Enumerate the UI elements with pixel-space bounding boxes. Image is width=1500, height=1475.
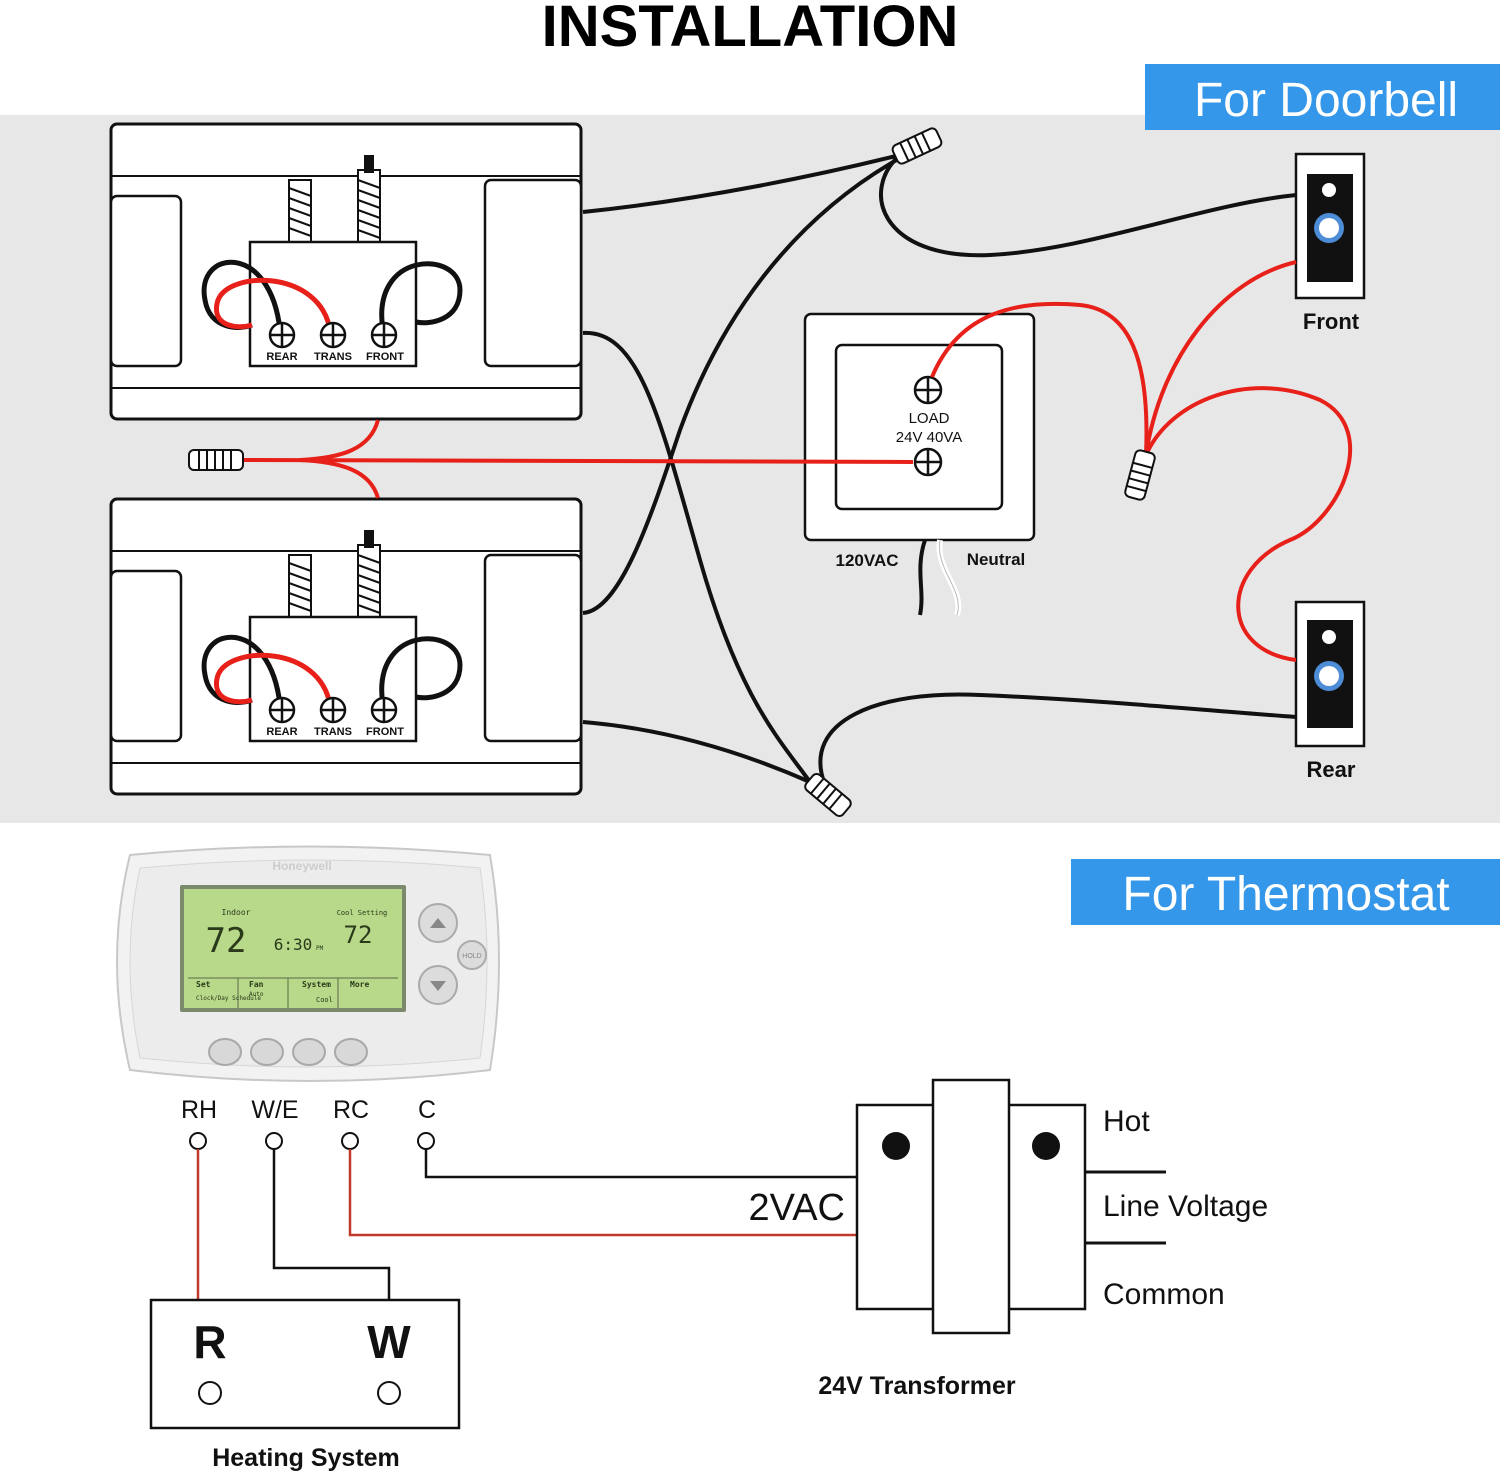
transformer-hot-label: Hot xyxy=(1103,1105,1150,1138)
lcd-time: 6:30 xyxy=(274,935,313,954)
softkey-more: More xyxy=(350,980,369,989)
transformer-dot-icon xyxy=(1032,1132,1060,1160)
lcd-setting-label: Cool Setting xyxy=(337,909,388,917)
terminal-we-label: W/E xyxy=(251,1096,298,1124)
terminal-label-rear: REAR xyxy=(266,726,297,738)
plunger-icon xyxy=(288,155,381,243)
terminal-rc-label: RC xyxy=(333,1096,369,1124)
wire-nut-icon xyxy=(188,449,244,471)
thermostat-banner-text: For Thermostat xyxy=(1122,868,1449,921)
doorbell-button-rear: Rear xyxy=(1294,600,1366,782)
lcd-time-suffix: PM xyxy=(316,945,324,952)
softkey-set: Set xyxy=(196,980,211,989)
heating-terminal-w-label: W xyxy=(367,1316,411,1368)
chevron-down-icon xyxy=(430,981,446,991)
thermostat-device: Honeywell Indoor 72 6:30 PM Cool Setting… xyxy=(116,845,500,1082)
front-button-label: Front xyxy=(1303,309,1360,334)
chevron-up-icon xyxy=(430,918,446,928)
doorbell-transformer: LOAD 24V 40VA 120VAC Neutral xyxy=(803,312,1036,616)
terminal-screw-icon xyxy=(268,696,398,724)
heating-system: R W Heating System xyxy=(149,1298,461,1472)
terminal-rh-icon xyxy=(189,1132,207,1150)
terminal-label-trans: TRANS xyxy=(314,726,352,738)
softkey-fan: Fan xyxy=(249,980,264,989)
softkey-system-sub: Cool xyxy=(316,996,333,1004)
thermostat-terminals: RH W/E RC C xyxy=(181,1096,436,1150)
transformer-120vac-label: 120VAC xyxy=(836,551,899,570)
transformer-neutral-label: Neutral xyxy=(967,550,1026,569)
doorbell-banner: For Doorbell xyxy=(1145,64,1500,130)
doorbell-button-front: Front xyxy=(1294,152,1366,334)
lcd-setting-temp: 72 xyxy=(344,921,373,949)
thermostat-banner: For Thermostat xyxy=(1071,859,1500,925)
terminal-c-label: C xyxy=(418,1096,436,1124)
softkey-system: System xyxy=(302,980,331,989)
transformer-common-label: Common xyxy=(1103,1278,1225,1311)
heating-terminal-r-label: R xyxy=(193,1316,226,1368)
rear-button-label: Rear xyxy=(1307,757,1356,782)
doorbell-banner-text: For Doorbell xyxy=(1194,74,1458,127)
terminal-rh-label: RH xyxy=(181,1096,217,1124)
heating-terminal-r-icon xyxy=(198,1381,222,1405)
terminal-label-front: FRONT xyxy=(366,351,404,363)
wire-nut-icon xyxy=(804,772,852,818)
transformer-rating-label: 24V 40VA xyxy=(896,429,962,446)
heating-terminal-w-icon xyxy=(377,1381,401,1405)
heating-system-label: Heating System xyxy=(212,1444,400,1472)
terminal-we-icon xyxy=(265,1132,283,1150)
thermostat-side-buttons: HOLD xyxy=(418,903,487,1005)
terminal-c-icon xyxy=(417,1132,435,1150)
thermostat-transformer: 2VAC Hot Line Voltage Common 24V Transfo… xyxy=(749,1078,1268,1400)
terminal-rc-icon xyxy=(341,1132,359,1150)
lcd-indoor-temp: 72 xyxy=(206,921,247,961)
thermostat-brand: Honeywell xyxy=(272,859,331,873)
transformer-24v-label: 24V Transformer xyxy=(818,1372,1016,1400)
hold-button-label: HOLD xyxy=(462,953,481,960)
lcd-indoor-label: Indoor xyxy=(222,908,251,917)
terminal-label-trans: TRANS xyxy=(314,351,352,363)
doorbell-wiring xyxy=(239,153,1352,786)
softkey-fan-sub: Auto xyxy=(249,991,264,998)
transformer-voltage-label: 2VAC xyxy=(749,1187,845,1229)
chime-lower: REAR TRANS FRONT xyxy=(109,497,583,796)
chime-upper: REAR TRANS FRONT xyxy=(109,122,583,421)
terminal-label-rear: REAR xyxy=(266,351,297,363)
terminal-screw-icon xyxy=(268,321,398,349)
page-title: INSTALLATION xyxy=(542,0,959,59)
wire-nut-icon xyxy=(891,127,943,165)
wire-nut-icon xyxy=(1124,449,1156,501)
softkey-set-sub: Clock/Day Schedule xyxy=(196,995,261,1002)
terminal-label-front: FRONT xyxy=(366,726,404,738)
transformer-dot-icon xyxy=(882,1132,910,1160)
thermostat-wiring xyxy=(196,1149,857,1300)
thermostat-bottom-buttons xyxy=(208,1038,368,1066)
transformer-line-voltage-label: Line Voltage xyxy=(1103,1190,1268,1223)
terminal-screw-icon xyxy=(913,375,943,477)
transformer-load-label: LOAD xyxy=(909,410,950,427)
